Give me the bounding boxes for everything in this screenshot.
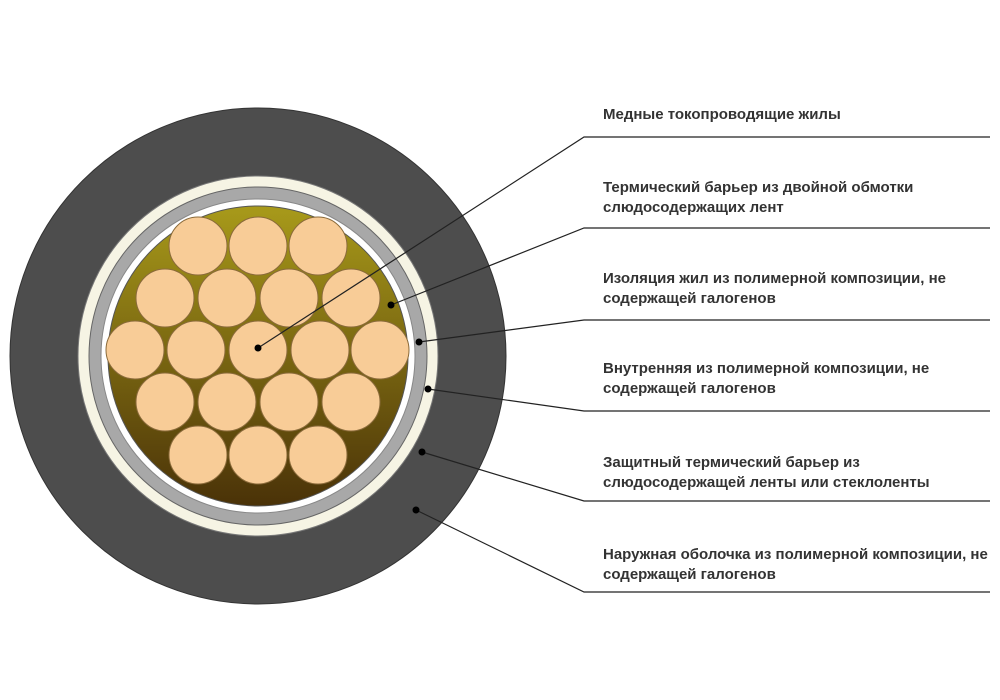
copper-wire bbox=[105, 320, 165, 380]
copper-wire bbox=[259, 268, 319, 328]
label-thermal-barrier: Термический барьер из двойной обмотки сл… bbox=[603, 179, 914, 216]
copper-wire bbox=[228, 216, 288, 276]
copper-wire bbox=[135, 268, 195, 328]
copper-wire bbox=[168, 425, 228, 485]
copper-wire bbox=[288, 425, 348, 485]
leader-core-insulation-dot bbox=[415, 338, 423, 346]
copper-wire bbox=[290, 320, 350, 380]
label-protective-barrier: Защитный термический барьер из слюдосоде… bbox=[603, 454, 930, 491]
copper-wire bbox=[350, 320, 410, 380]
leader-protective-barrier-dot bbox=[418, 448, 426, 456]
leader-lines-group bbox=[254, 136, 990, 593]
copper-wire bbox=[197, 372, 257, 432]
leader-core-insulation bbox=[418, 319, 990, 343]
label-copper-conductors: Медные токопроводящие жилы bbox=[603, 106, 841, 123]
leader-thermal-barrier bbox=[390, 227, 990, 306]
copper-wire bbox=[135, 372, 195, 432]
leader-inner-sheath bbox=[427, 388, 990, 412]
label-core-insulation: Изоляция жил из полимерной композиции, н… bbox=[603, 270, 946, 307]
leader-thermal-barrier-dot bbox=[387, 301, 395, 309]
copper-wire bbox=[228, 425, 288, 485]
label-inner-sheath: Внутренняя из полимерной композиции, не … bbox=[603, 360, 930, 397]
copper-wires-group bbox=[105, 216, 410, 485]
leader-outer-sheath-dot bbox=[412, 506, 420, 514]
copper-wire bbox=[168, 216, 228, 276]
leader-protective-barrier bbox=[421, 451, 990, 502]
copper-wire bbox=[288, 216, 348, 276]
label-outer-sheath: Наружная оболочка из полимерной композиц… bbox=[603, 546, 988, 583]
leader-inner-sheath-dot bbox=[424, 385, 432, 393]
copper-wire bbox=[166, 320, 226, 380]
copper-wire bbox=[321, 268, 381, 328]
copper-wire bbox=[197, 268, 257, 328]
copper-wire bbox=[259, 372, 319, 432]
leader-copper-conductors bbox=[257, 136, 990, 349]
leader-copper-conductors-dot bbox=[254, 344, 262, 352]
leader-outer-sheath bbox=[415, 509, 990, 593]
copper-wire bbox=[321, 372, 381, 432]
